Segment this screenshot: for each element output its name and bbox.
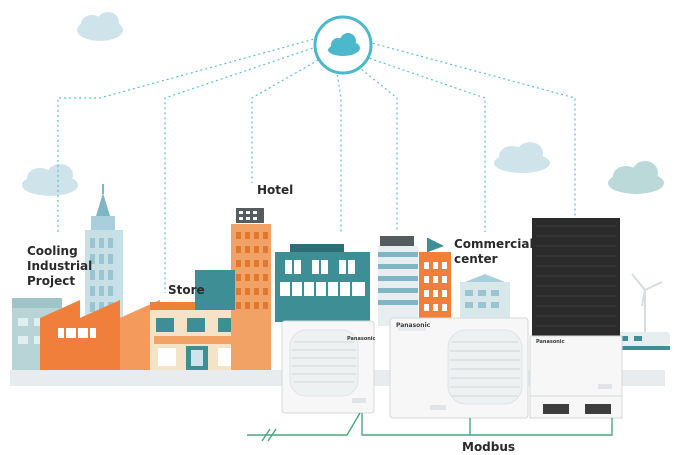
network-line-hotel-block bbox=[334, 59, 342, 232]
factory-building bbox=[40, 300, 160, 370]
cloud-decor-4 bbox=[608, 161, 664, 194]
ac-unit-medium: Panasonic bbox=[389, 317, 529, 419]
label-store: Store bbox=[168, 283, 205, 297]
label-project: Project bbox=[27, 274, 76, 288]
brand-logo-unit1: Panasonic bbox=[347, 336, 376, 342]
store-building bbox=[150, 302, 242, 370]
label-cooling: Cooling bbox=[27, 244, 78, 258]
building-striped-tower bbox=[378, 236, 418, 326]
wind-turbine-icon bbox=[631, 273, 663, 340]
label-industrial: Industrial bbox=[27, 259, 93, 273]
brand-logo-unit3: Panasonic bbox=[536, 339, 565, 345]
modbus-wiring bbox=[247, 412, 613, 442]
network-line-tower bbox=[349, 59, 398, 232]
building-teal-small bbox=[195, 270, 235, 310]
label-commercial-center: Commercial center bbox=[454, 237, 534, 267]
ac-unit-small: Panasonic bbox=[281, 320, 376, 414]
label-cooling-industrial-project: Cooling Industrial Project bbox=[27, 244, 92, 289]
label-hotel: Hotel bbox=[257, 183, 294, 197]
label-center: center bbox=[454, 252, 498, 266]
cloud-decor-3 bbox=[494, 142, 550, 173]
network-line-store bbox=[164, 44, 323, 293]
network-lines bbox=[57, 37, 576, 293]
modbus-line-unit1 bbox=[247, 412, 361, 436]
brand-logo-unit2: Panasonic bbox=[396, 322, 431, 329]
network-line-commercial bbox=[359, 54, 486, 232]
cloud-icon bbox=[313, 15, 373, 75]
modbus-line-main bbox=[361, 413, 613, 436]
cloud-decor-2 bbox=[22, 164, 78, 196]
break-mark-1 bbox=[261, 428, 271, 442]
building-teal-block bbox=[275, 244, 370, 322]
ac-unit-large: Panasonic bbox=[529, 218, 623, 419]
network-line-unit-right bbox=[367, 41, 576, 218]
sky-clouds bbox=[22, 12, 664, 196]
cloud-decor-1 bbox=[77, 12, 123, 41]
network-line-hotel bbox=[251, 54, 328, 183]
label-commercial: Commercial bbox=[454, 237, 534, 251]
hotel-building bbox=[231, 208, 271, 370]
network-line-cooling bbox=[57, 37, 319, 232]
label-modbus: Modbus bbox=[462, 440, 516, 454]
break-mark-2 bbox=[267, 428, 277, 442]
